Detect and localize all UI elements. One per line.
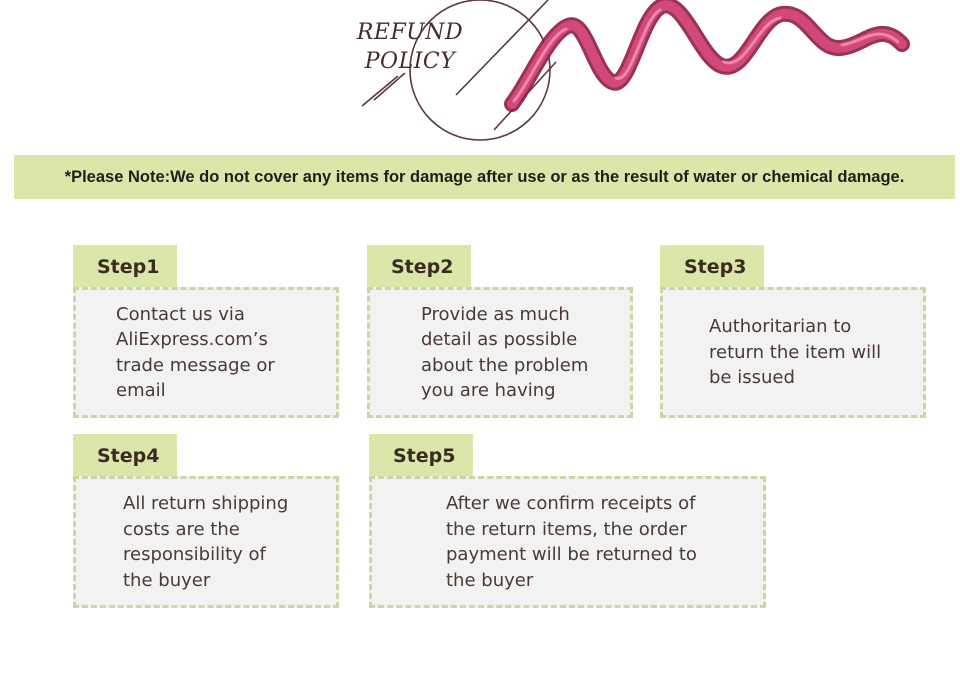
step-2-label: Step2 — [391, 256, 454, 278]
step-1-tab: Step1 — [73, 245, 177, 289]
step-5-label: Step5 — [393, 445, 456, 467]
step-3-label: Step3 — [684, 256, 747, 278]
step-2-text: Provide as much detail as possible about… — [421, 303, 589, 402]
step-4-text: All return shipping costs are the respon… — [123, 493, 289, 591]
step-1-card: Contact us via AliExpress.com’s trade me… — [73, 287, 339, 418]
step-3-text: Authoritarian to return the item will be… — [709, 316, 882, 389]
step-4-label: Step4 — [97, 445, 160, 467]
step-1-text: Contact us via AliExpress.com’s trade me… — [116, 303, 275, 402]
step-1-label: Step1 — [97, 256, 160, 278]
step-4-tab: Step4 — [73, 434, 177, 478]
step-5-tab: Step5 — [369, 434, 473, 478]
note-banner: *Please Note:We do not cover any items f… — [14, 155, 955, 199]
step-3-tab: Step3 — [660, 245, 764, 289]
step-4-card: All return shipping costs are the respon… — [73, 476, 339, 608]
title-line-1: REFUND — [356, 20, 464, 45]
step-5-text: After we confirm receipts of the return … — [446, 493, 697, 591]
note-text: *Please Note:We do not cover any items f… — [64, 167, 905, 186]
ribbon-icon — [504, 0, 910, 112]
step-5-card: After we confirm receipts of the return … — [369, 476, 766, 608]
step-2-card: Provide as much detail as possible about… — [367, 287, 633, 418]
title-line-2: POLICY — [364, 49, 456, 74]
step-3-card: Authoritarian to return the item will be… — [660, 287, 926, 418]
header-decoration — [361, 0, 910, 141]
step-2-tab: Step2 — [367, 245, 471, 289]
page-title: REFUND POLICY — [335, 18, 485, 76]
